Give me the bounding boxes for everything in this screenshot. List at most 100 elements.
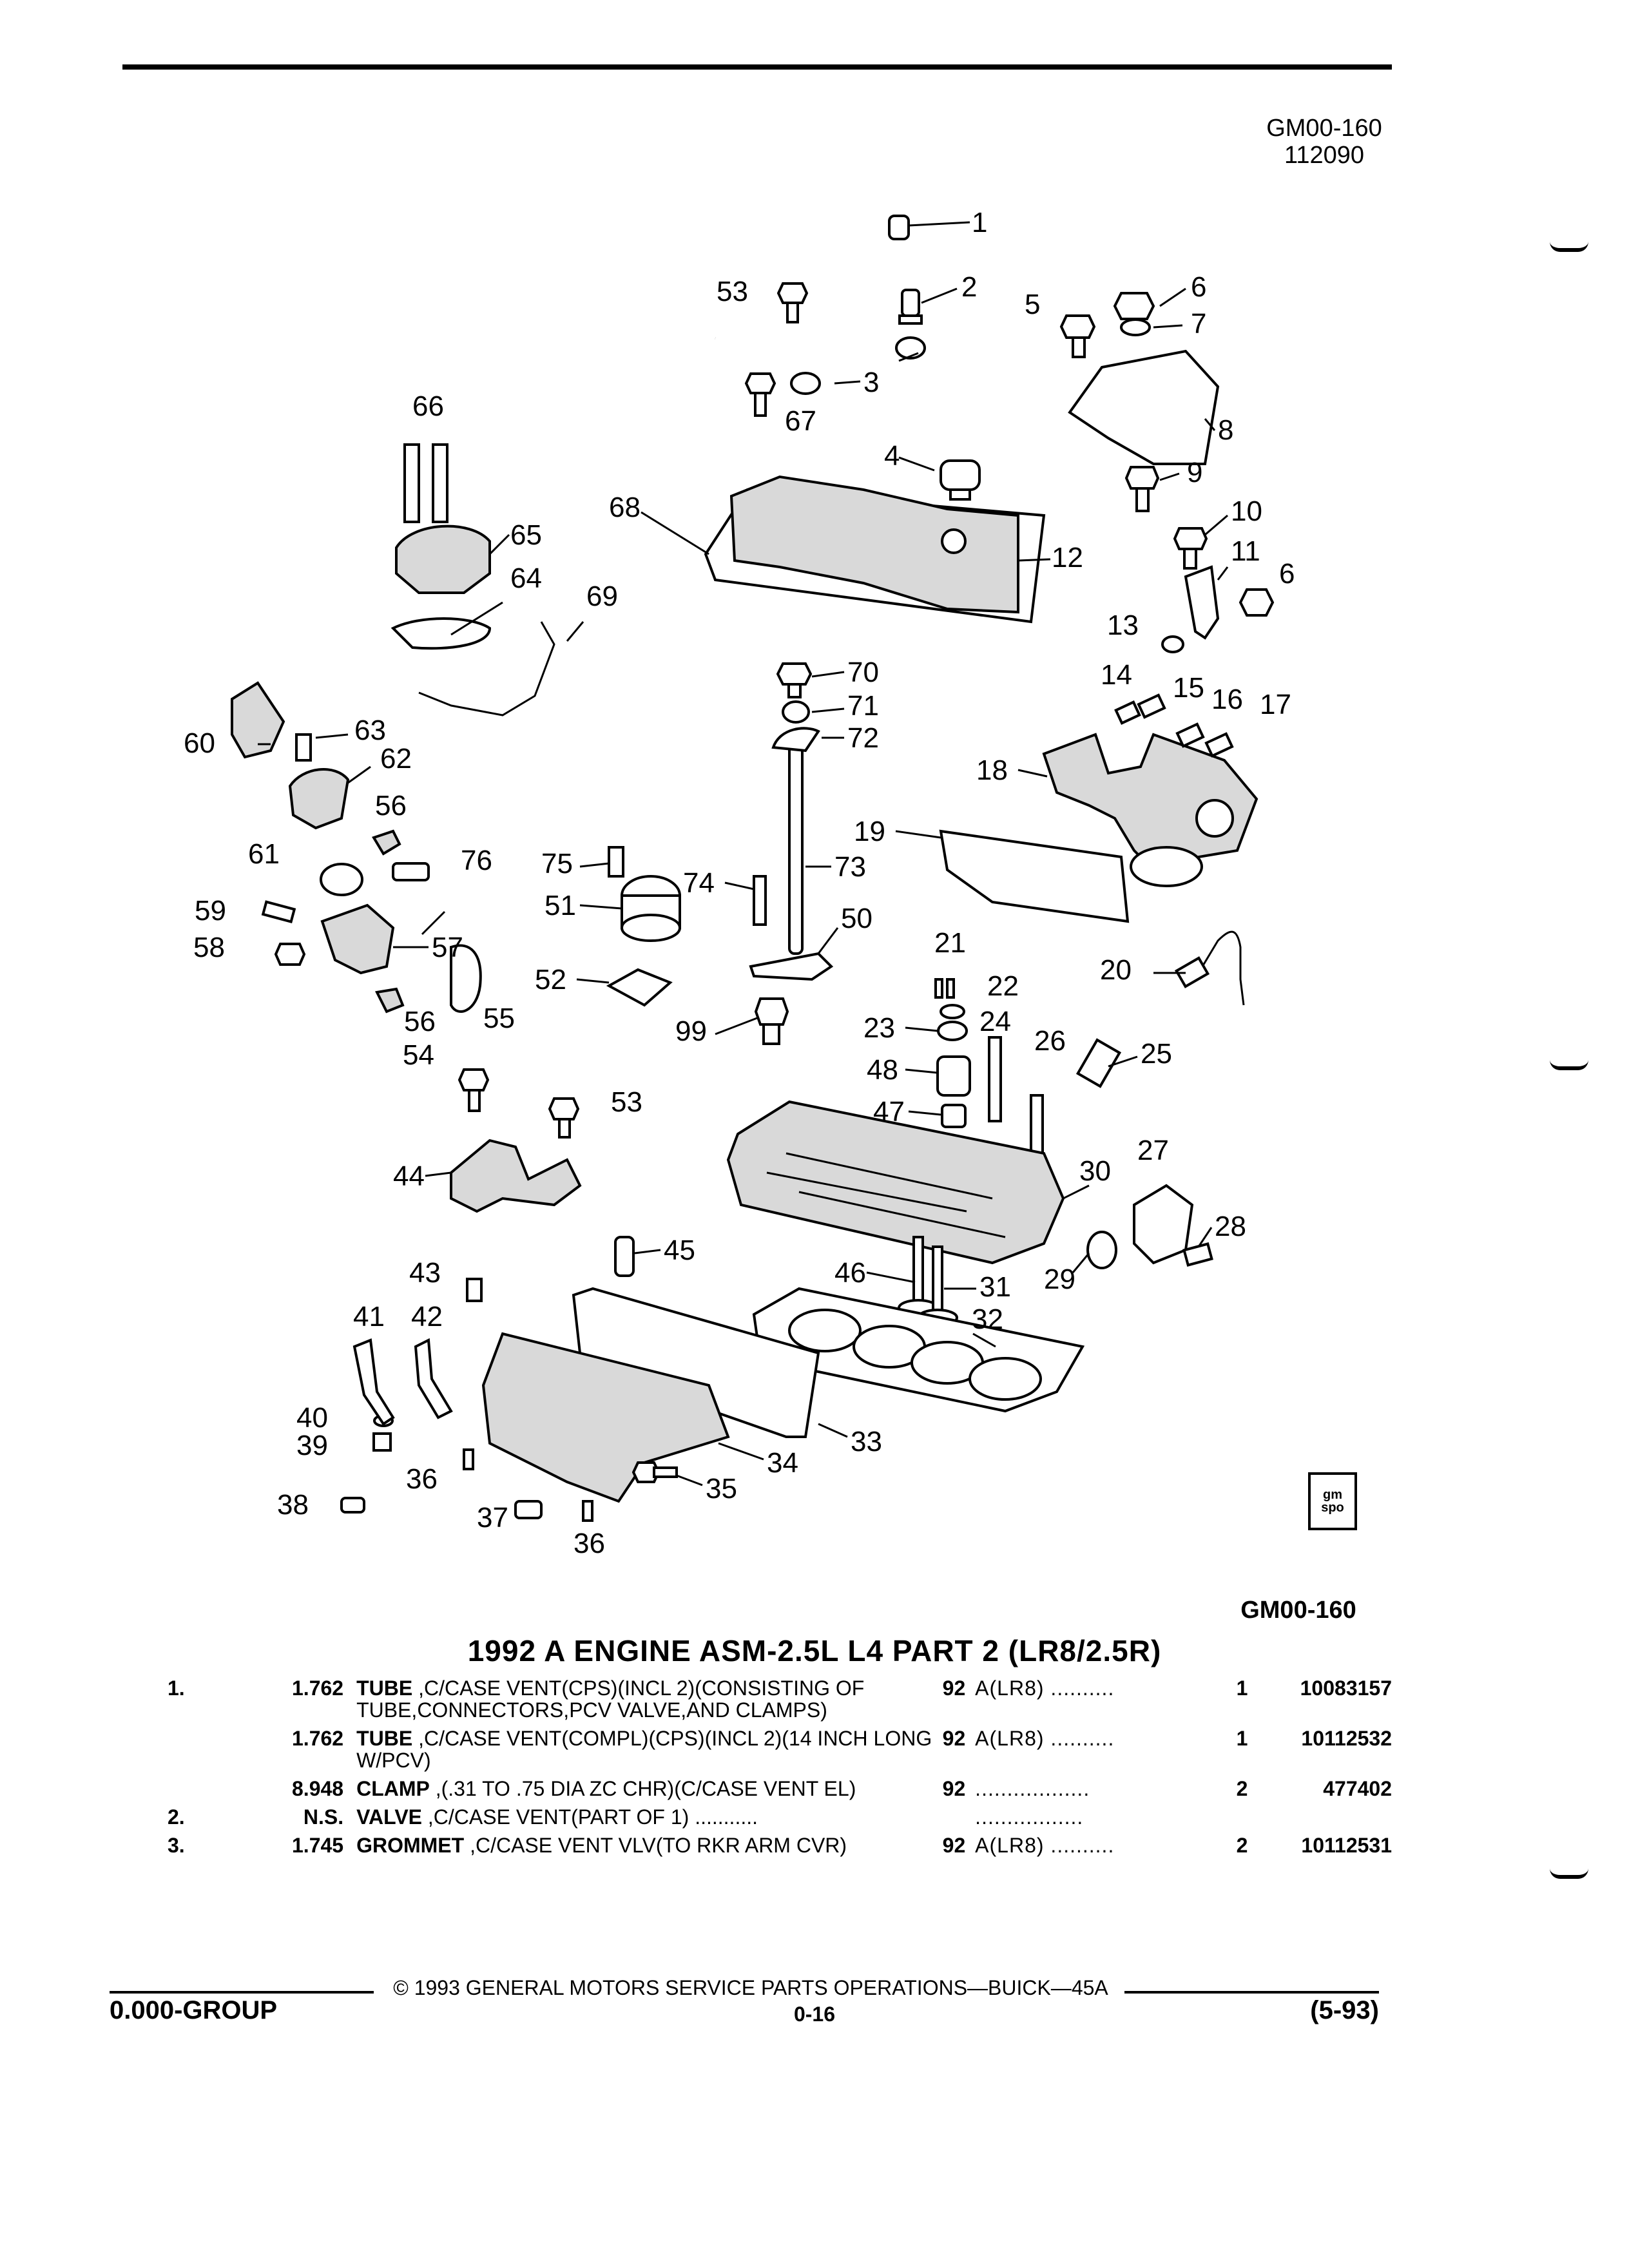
- callout-46: 46: [834, 1257, 866, 1289]
- bolt-53-lower: [548, 1097, 580, 1139]
- callout-62: 62: [380, 743, 412, 774]
- callout-2: 2: [961, 271, 977, 303]
- water-outlet: [288, 768, 350, 830]
- callout-66: 66: [412, 390, 444, 422]
- callout-73: 73: [834, 851, 866, 883]
- group-code: 1.745: [292, 1834, 344, 1857]
- part-number: 477402: [1323, 1777, 1392, 1800]
- series: A(LR8) ..........: [975, 1834, 1115, 1857]
- retainer-23: [937, 1021, 968, 1041]
- callout-14: 14: [1101, 659, 1132, 691]
- bolt-10: [1173, 527, 1208, 570]
- nut-6b: [1239, 588, 1275, 617]
- valves-31-46: [898, 1236, 958, 1327]
- bolt-28: [1182, 1242, 1213, 1267]
- fitting-39: [372, 1432, 392, 1452]
- thermostat-housing: [320, 903, 395, 975]
- callout-48: 48: [867, 1054, 898, 1086]
- bolt-67: [744, 372, 776, 417]
- group-code: 1.762: [292, 1727, 344, 1750]
- margin-mark: [1550, 1869, 1588, 1879]
- callout-72: 72: [847, 722, 879, 754]
- rocker-arm-72: [771, 727, 820, 753]
- model-year: 92: [942, 1777, 966, 1800]
- bolt-5: [1059, 314, 1096, 358]
- callout-71: 71: [847, 690, 879, 722]
- vent-tube-inner: [714, 224, 897, 353]
- callout-16: 16: [1211, 684, 1243, 715]
- part-name: TUBE: [356, 1727, 413, 1750]
- page-number: 0-16: [793, 2003, 836, 2026]
- grommet-3b: [790, 372, 821, 395]
- callout-50: 50: [841, 903, 872, 934]
- callout-38: 38: [277, 1489, 309, 1521]
- part-name: VALVE: [356, 1805, 423, 1829]
- exhaust-manifold-outlet: [1130, 846, 1203, 887]
- bolt-24: [988, 1036, 1002, 1122]
- callout-20: 20: [1100, 954, 1132, 986]
- callout-44: 44: [393, 1160, 425, 1192]
- egr-gasket: [606, 968, 673, 1007]
- gm-spo-logo: gm spo: [1308, 1472, 1357, 1530]
- callout-32: 32: [972, 1303, 1003, 1335]
- seal-47: [941, 1104, 967, 1128]
- part-name: CLAMP: [356, 1777, 430, 1800]
- oxygen-sensor-body: [1174, 956, 1210, 988]
- margin-mark: [1550, 242, 1588, 252]
- callout-55: 55: [483, 1003, 515, 1034]
- bolt-59: [261, 900, 296, 924]
- item-number: 3.: [168, 1834, 185, 1857]
- description: VALVE ,C/CASE VENT(PART OF 1) ..........…: [356, 1806, 943, 1834]
- valve-2: [898, 289, 923, 325]
- head-gasket-bores: [788, 1309, 1042, 1401]
- oxygen-sensor: [1197, 930, 1245, 1006]
- bolt-75: [608, 846, 624, 878]
- group-code: 8.948: [292, 1777, 344, 1800]
- callout-1: 1: [972, 207, 987, 238]
- top-rule: [122, 64, 1392, 70]
- fitting-76: [392, 862, 430, 881]
- callout-53a: 53: [717, 276, 748, 307]
- gasket-64: [390, 617, 492, 650]
- page-title: 1992 A ENGINE ASM-2.5L L4 PART 2 (LR8/2.…: [467, 1634, 1162, 1667]
- callout-26: 26: [1034, 1025, 1066, 1057]
- callout-36b: 36: [574, 1528, 605, 1559]
- item-number: [168, 1778, 233, 1806]
- seal-29: [1086, 1231, 1117, 1269]
- callout-27: 27: [1137, 1135, 1169, 1166]
- callout-68: 68: [609, 492, 641, 523]
- callout-3: 3: [863, 367, 879, 398]
- bracket-8: [1068, 349, 1220, 465]
- fitting-37: [514, 1500, 543, 1519]
- nut-6: [1113, 292, 1155, 320]
- callout-numbers: 1 2 3 4 5 6 6 7 8 9 10 11 12 13 14 15 16…: [184, 207, 1295, 1559]
- figure-code: GM00-160: [1240, 1597, 1356, 1624]
- reference-number: GM00-160: [1266, 115, 1382, 142]
- group-code: N.S.: [303, 1805, 344, 1829]
- part-number: 10112532: [1301, 1727, 1392, 1750]
- push-rod-guide: [749, 952, 834, 981]
- pipe-69: [418, 621, 555, 716]
- callout-57: 57: [432, 932, 463, 963]
- push-rod: [788, 733, 804, 955]
- cover-filler-hole: [941, 528, 967, 554]
- callout-18: 18: [976, 754, 1008, 786]
- exhaust-manifold-port: [1195, 799, 1234, 838]
- callout-58: 58: [193, 932, 225, 963]
- callout-40: 40: [296, 1402, 328, 1434]
- callout-5: 5: [1025, 289, 1040, 320]
- callout-56b: 56: [404, 1006, 436, 1037]
- callout-31: 31: [979, 1271, 1011, 1303]
- sensor-45: [614, 1236, 635, 1277]
- exhaust-manifold: [1042, 733, 1258, 885]
- part-number: [1262, 1806, 1392, 1834]
- description: CLAMP ,(.31 TO .75 DIA ZC CHR)(C/CASE VE…: [356, 1778, 943, 1806]
- part-detail: ,C/CASE VENT VLV(TO RKR ARM CVR): [464, 1834, 847, 1857]
- callout-52: 52: [535, 964, 566, 995]
- bolt-54: [458, 1068, 490, 1112]
- bolt-43: [466, 1278, 483, 1302]
- callout-61: 61: [248, 838, 280, 870]
